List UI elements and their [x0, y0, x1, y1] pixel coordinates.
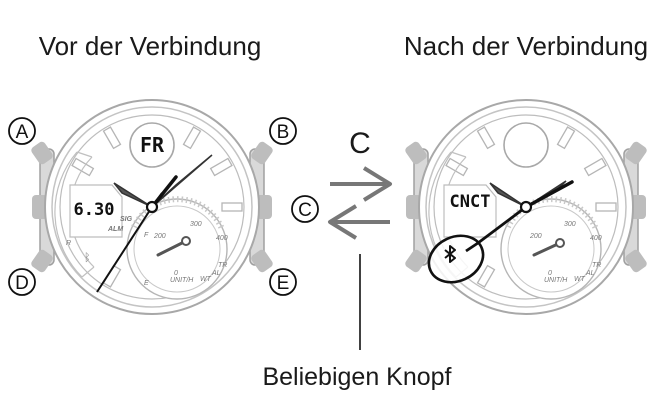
mode-display-fr: FR — [140, 133, 165, 157]
label-zero: 0 — [548, 270, 552, 277]
caption-any-button: Beliebigen Knopf — [262, 363, 451, 391]
heading-before: Vor der Verbindung — [39, 31, 262, 61]
scale-200: 200 — [153, 233, 166, 240]
second-hand — [96, 206, 153, 293]
label-wt: WT — [574, 276, 586, 283]
bluetooth-small-icon: ᛒ — [84, 252, 91, 264]
lcd-time-display: 6.30 — [74, 200, 115, 220]
svg-text:D: D — [15, 273, 29, 294]
svg-text:B: B — [277, 122, 290, 143]
label-sig: SIG — [120, 216, 133, 223]
label-tr: TR — [592, 262, 601, 269]
label-al: AL — [211, 270, 221, 277]
label-al: AL — [585, 270, 595, 277]
minute-hand — [151, 154, 213, 208]
label-wt: WT — [200, 276, 212, 283]
watch-after: CNCT 300 400 200 0 UNIT/H TR AL WT — [404, 100, 649, 314]
bluetooth-icon — [444, 245, 456, 263]
arrow-right-icon — [330, 166, 392, 202]
label-alm: ALM — [107, 226, 123, 233]
scale-300: 300 — [564, 221, 576, 228]
label-tr: TR — [218, 262, 227, 269]
scale-200: 200 — [529, 233, 542, 240]
scale-400: 400 — [216, 235, 228, 242]
button-e-label: E — [269, 268, 297, 296]
hour-hand — [489, 182, 527, 208]
arrow-left-icon — [328, 204, 390, 240]
svg-text:C: C — [298, 200, 312, 221]
label-zero: 0 — [174, 270, 178, 277]
arrow-label-c: C — [349, 127, 371, 160]
svg-text:E: E — [277, 273, 290, 294]
scale-300: 300 — [190, 221, 202, 228]
lcd-cnct-display: CNCT — [450, 192, 491, 212]
button-b-label: B — [269, 117, 297, 145]
hour-hand — [113, 182, 153, 208]
svg-text:A: A — [16, 122, 29, 143]
button-c-label: C — [291, 195, 319, 223]
mode-circle-empty — [503, 122, 549, 168]
button-d-label: D — [8, 268, 36, 296]
label-unit: UNIT/H — [544, 277, 568, 284]
scale-400: 400 — [590, 235, 602, 242]
label-unit: UNIT/H — [170, 277, 194, 284]
button-a-label: A — [8, 117, 36, 145]
watch-before: FR 6.30 SIG ALM R ᛒ 300 400 200 F E 0 UN… — [30, 100, 275, 314]
label-e: E — [144, 280, 149, 287]
label-f: F — [144, 232, 149, 239]
second-hand — [477, 205, 527, 245]
label-r: R — [66, 240, 71, 247]
heading-after: Nach der Verbindung — [404, 31, 648, 61]
